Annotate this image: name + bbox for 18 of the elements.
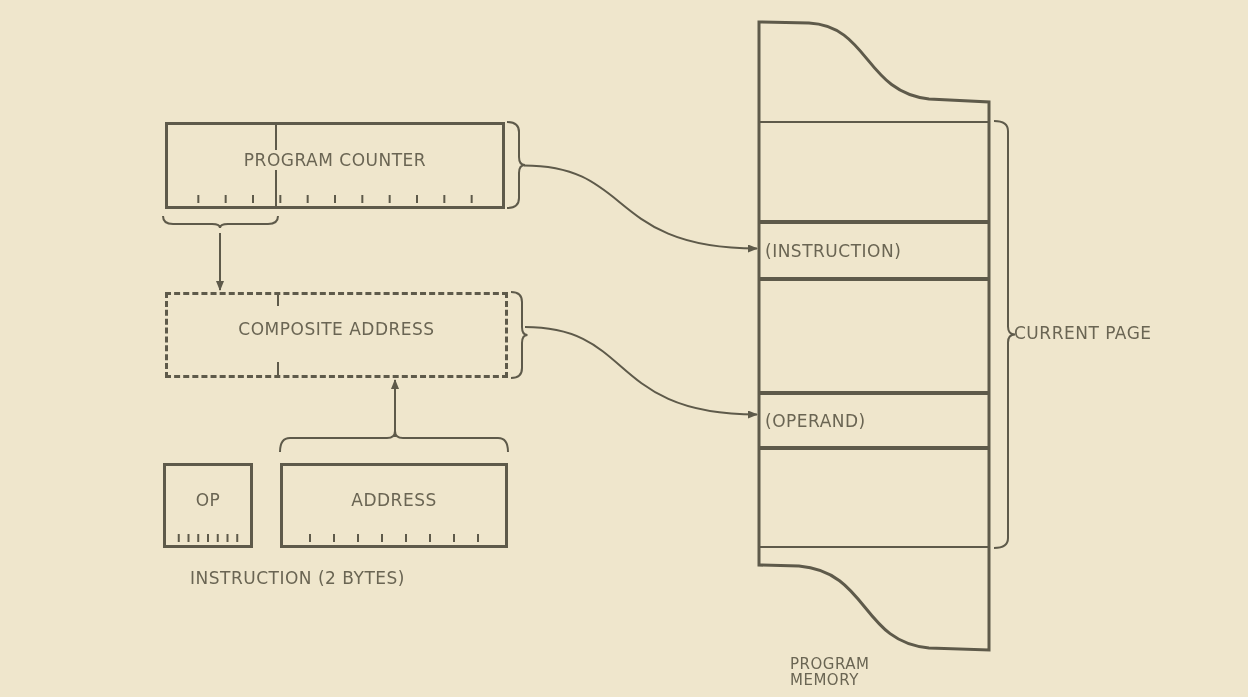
dashed-register-box xyxy=(165,292,508,378)
cell-label: (INSTRUCTION) xyxy=(765,240,902,261)
arrow xyxy=(216,232,224,291)
arrow xyxy=(391,379,399,438)
register-box xyxy=(163,463,253,548)
arrow xyxy=(524,326,758,419)
memory-cell xyxy=(759,222,989,279)
register-box xyxy=(165,122,505,209)
arrow xyxy=(523,164,758,253)
memory-cell xyxy=(759,448,989,548)
memory-cell xyxy=(759,279,989,393)
memory-title: PROGRAM MEMORY xyxy=(790,656,871,688)
memory-cell xyxy=(759,393,989,448)
memory-cell xyxy=(759,121,989,222)
group-caption: INSTRUCTION (2 BYTES) xyxy=(190,568,405,588)
register-box xyxy=(280,463,508,548)
bracket-label: CURRENT PAGE xyxy=(1014,323,1152,343)
cell-label: (OPERAND) xyxy=(765,410,866,431)
